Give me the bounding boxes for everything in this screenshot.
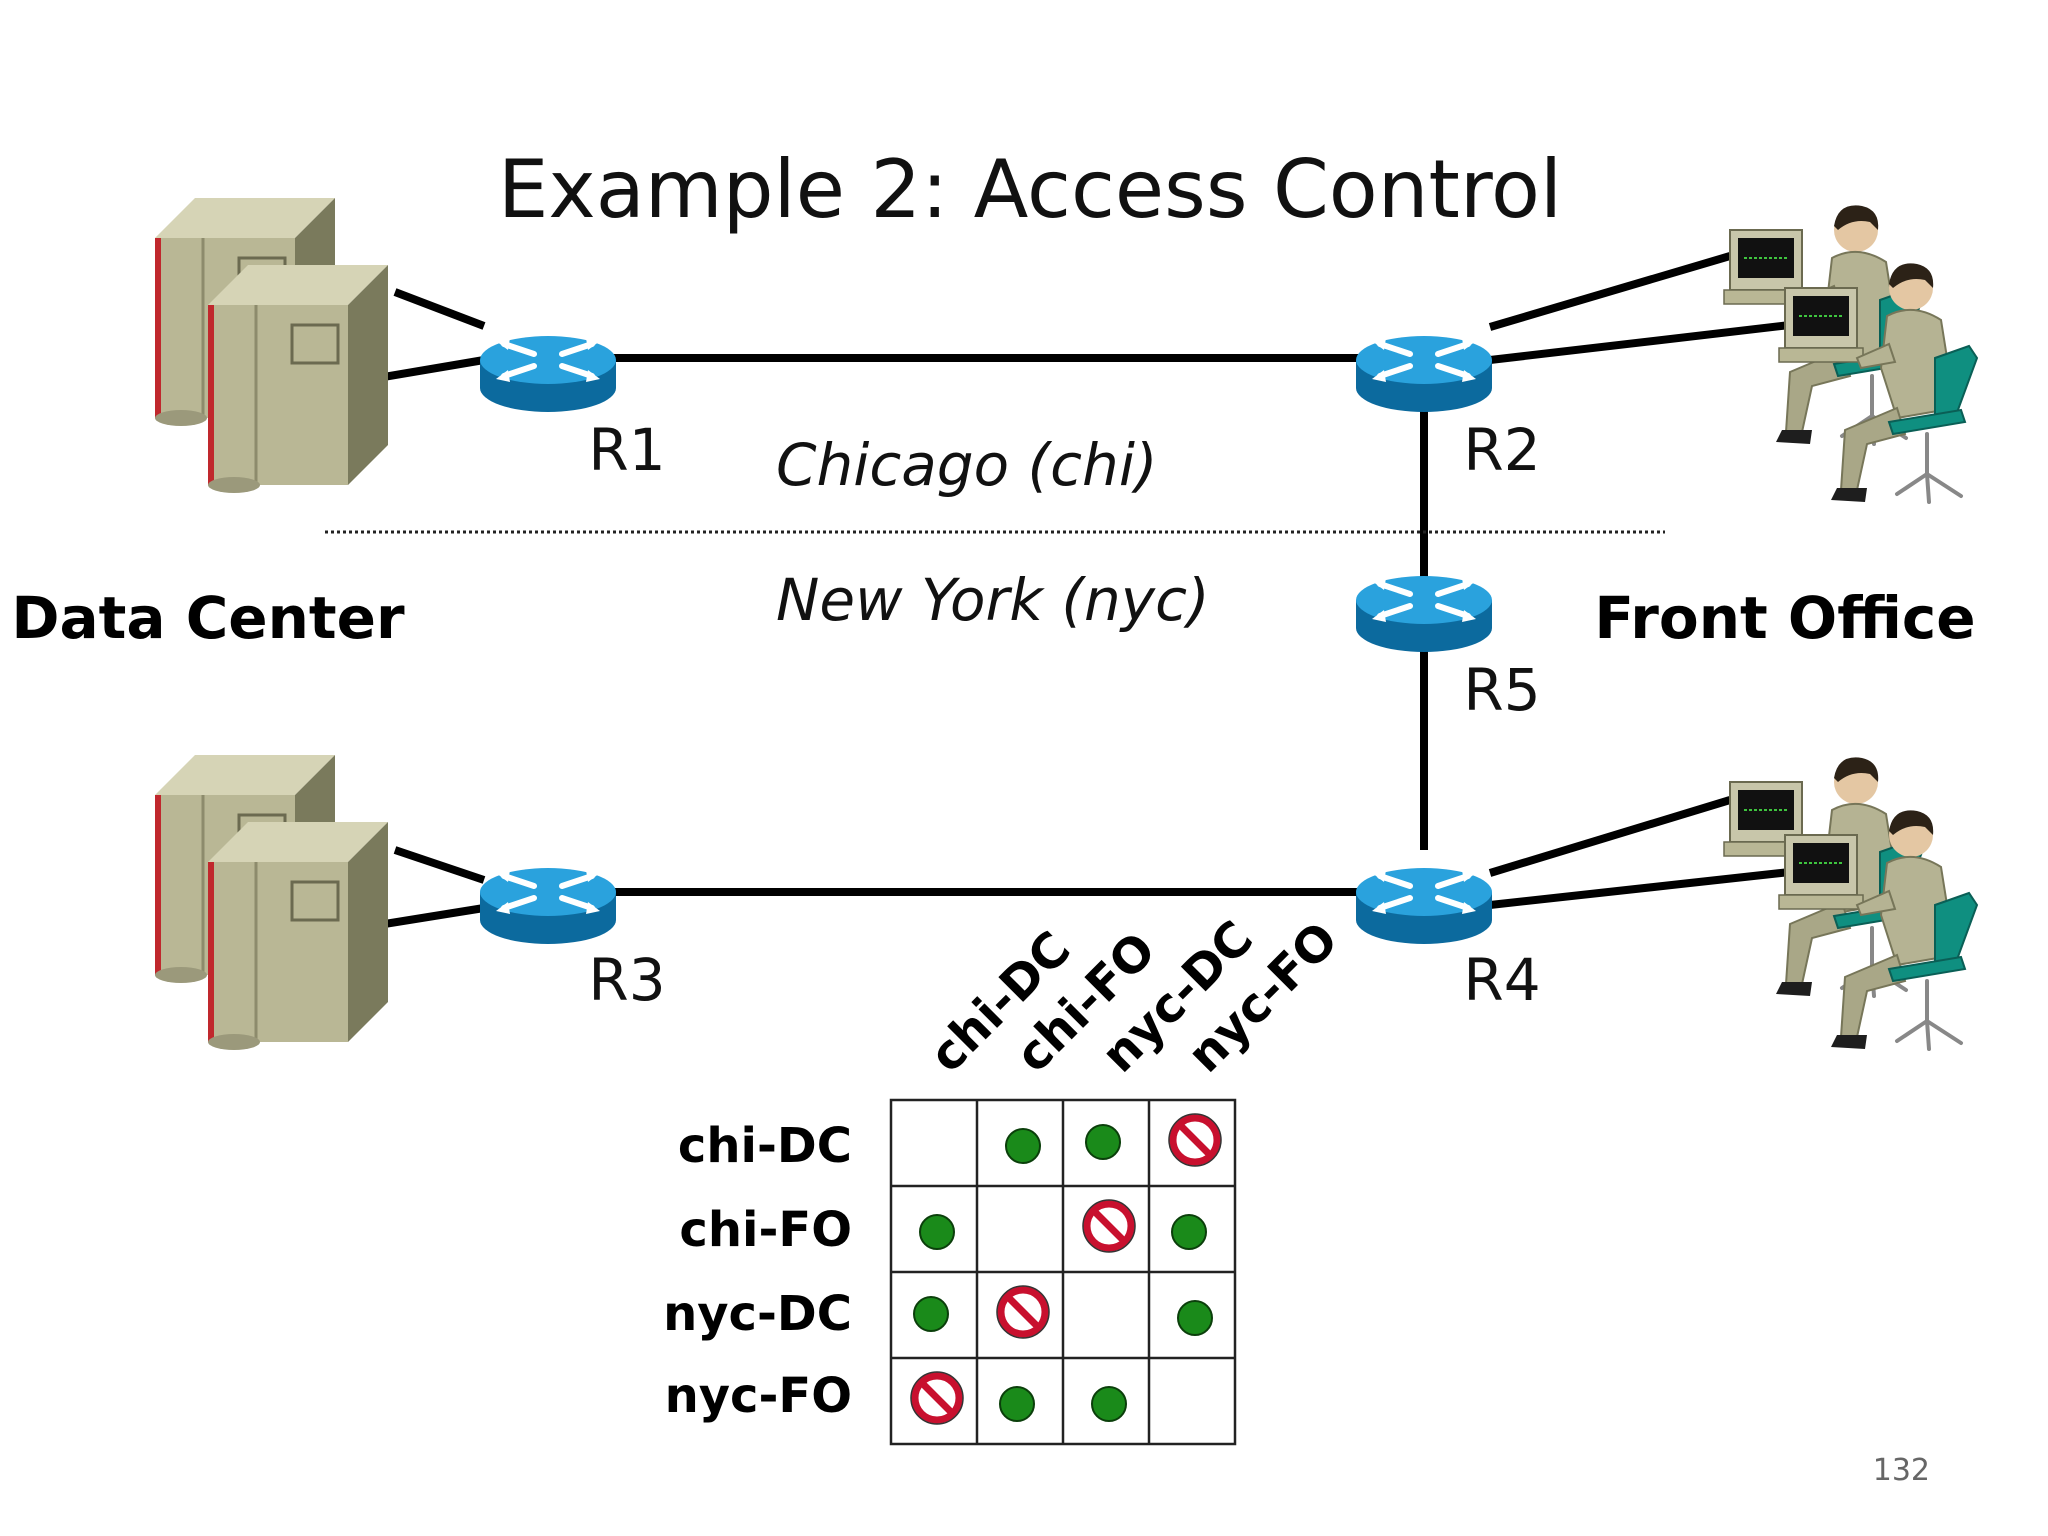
allow-icon [1177, 1300, 1213, 1336]
deny-icon [1169, 1114, 1221, 1166]
router-label-r2: R2 [1463, 416, 1540, 484]
server-icon-new-york [153, 753, 390, 1052]
region-label-chicago: Chicago (chi) [776, 431, 1158, 499]
allow-icon [1005, 1128, 1041, 1164]
allow-icon [1171, 1214, 1207, 1250]
router-icon-r1 [480, 336, 616, 412]
page-number: 132 [1873, 1453, 1930, 1488]
allow-icon [1091, 1386, 1127, 1422]
router-icon-r2 [1356, 336, 1492, 412]
router-label-r3: R3 [588, 946, 665, 1014]
site-label-data-center: Data Center [11, 584, 405, 652]
matrix-column-headers: chi-DC chi-FO nyc-DC nyc-FO [919, 910, 1349, 1083]
deny-icon [1083, 1200, 1135, 1252]
allow-icon [919, 1214, 955, 1250]
router-label-r5: R5 [1463, 656, 1540, 724]
workstation-users-icon-chicago [1722, 203, 1979, 504]
deny-icon [911, 1372, 963, 1424]
router-icon-r3 [480, 868, 616, 944]
deny-icon [997, 1286, 1049, 1338]
workstation-users-icon-new-york [1722, 755, 1979, 1051]
router-icon-r4 [1356, 868, 1492, 944]
server-icon-chicago [153, 196, 390, 495]
matrix-row-header: chi-FO [679, 1202, 852, 1258]
allow-icon [1085, 1124, 1121, 1160]
router-icon-r5 [1356, 576, 1492, 652]
allow-icon [913, 1296, 949, 1332]
matrix-row-header: nyc-DC [663, 1286, 852, 1342]
allow-icon [999, 1386, 1035, 1422]
router-label-r4: R4 [1463, 946, 1540, 1014]
matrix-row-header: chi-DC [678, 1118, 852, 1174]
site-label-front-office: Front Office [1594, 584, 1975, 652]
slide-title: Example 2: Access Control [498, 143, 1562, 236]
matrix-row-headers: chi-DC chi-FO nyc-DC nyc-FO [663, 1118, 852, 1424]
region-label-new-york: New York (nyc) [776, 566, 1210, 634]
router-label-r1: R1 [588, 416, 665, 484]
matrix-row-header: nyc-FO [665, 1368, 852, 1424]
